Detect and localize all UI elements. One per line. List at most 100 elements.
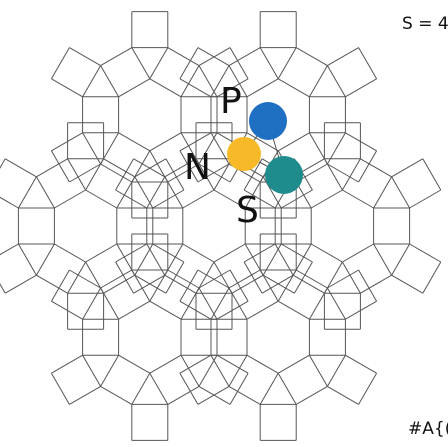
tiling-edge xyxy=(213,243,246,263)
tiling-edge xyxy=(391,243,411,276)
tiling-edge xyxy=(100,354,120,387)
tiling-edge xyxy=(326,65,346,98)
tiling-edge xyxy=(228,385,261,405)
tiling-edge xyxy=(358,47,378,80)
tiling-edge xyxy=(277,354,310,374)
tiling-edge xyxy=(100,65,120,98)
tiling-edge xyxy=(216,78,249,98)
tiling-edge xyxy=(345,300,377,320)
tiling-edge xyxy=(373,176,393,209)
tiling-edge xyxy=(146,243,166,276)
tiling-edge xyxy=(182,189,215,209)
tiling-edge xyxy=(100,132,120,165)
tiling-edge xyxy=(103,274,136,294)
tiling-edge xyxy=(243,189,276,209)
tiling-edge xyxy=(280,189,313,209)
tiling-edge xyxy=(345,78,377,98)
tiling-edge xyxy=(327,269,359,289)
tiling-edge xyxy=(17,243,37,276)
tiling-edge xyxy=(100,47,133,67)
tiling-edge xyxy=(373,243,393,276)
tiling-edge xyxy=(51,300,83,320)
tiling-edge xyxy=(210,354,230,387)
tiling-edge xyxy=(323,158,343,191)
tiling-edge xyxy=(246,300,279,320)
tiling-edge xyxy=(180,65,200,98)
tiling-edge xyxy=(179,150,199,183)
tiling-edge xyxy=(134,158,167,178)
tiling-edge xyxy=(345,354,377,374)
tiling-edge xyxy=(295,385,328,405)
tiling-edge xyxy=(308,354,328,387)
tiling-edge xyxy=(310,189,343,209)
tiling-edge xyxy=(131,372,151,405)
label-n: N xyxy=(184,147,211,188)
tiling-edge xyxy=(422,261,442,294)
tiling-edge xyxy=(167,47,200,67)
tiling-edge xyxy=(195,261,215,294)
tiling-edge xyxy=(17,176,37,209)
tiling-edge xyxy=(323,261,343,294)
tiling-edge xyxy=(100,287,120,320)
tiling-edge xyxy=(231,274,264,294)
tiling-edge xyxy=(277,47,297,80)
tiling-edge xyxy=(149,47,169,80)
tiling-edge xyxy=(118,78,151,98)
tiling-edge xyxy=(100,385,133,405)
tiling-edge xyxy=(210,65,230,98)
tiling-edge xyxy=(292,274,325,294)
tiling-edge xyxy=(115,243,148,263)
p-node xyxy=(249,102,287,140)
tiling-edge xyxy=(409,243,442,263)
tiling-edge xyxy=(115,158,135,191)
n-node xyxy=(227,137,261,171)
tiling-edge xyxy=(228,287,248,320)
tiling-edge xyxy=(213,189,246,209)
tiling-edge xyxy=(115,189,148,209)
tiling-edge xyxy=(69,47,101,67)
tiling-edge xyxy=(36,274,68,294)
tiling-edge xyxy=(358,269,378,302)
tiling-edge xyxy=(4,274,37,294)
tiling-edge xyxy=(327,47,359,67)
tiling-edge xyxy=(165,261,185,294)
tiling-edge xyxy=(341,261,361,294)
tiling-edge xyxy=(274,243,294,276)
tiling-edge xyxy=(100,163,133,183)
tiling-edge xyxy=(118,132,151,152)
tiling-edge xyxy=(261,274,294,294)
tiling-edge xyxy=(308,65,328,98)
tiling-edge xyxy=(197,385,230,405)
s-node xyxy=(265,156,303,194)
tiling-edge xyxy=(216,300,249,320)
tiling-edge xyxy=(50,372,70,405)
tiling-edge xyxy=(326,287,346,320)
tiling-edge xyxy=(391,274,424,294)
tiling-edge xyxy=(228,65,248,98)
tiling-edge xyxy=(152,243,185,263)
tiling-edge xyxy=(259,269,279,302)
tiling-edge xyxy=(228,354,248,387)
tiling-edge xyxy=(0,243,19,256)
tiling-edge xyxy=(182,243,215,263)
tiling-edge xyxy=(277,78,310,98)
tiling-edge xyxy=(179,47,199,80)
tiling-edge xyxy=(167,269,200,289)
tiling-edge xyxy=(228,47,261,67)
tiling-edge xyxy=(134,176,154,209)
tiling-edge xyxy=(131,269,151,302)
tiling-edge xyxy=(82,287,102,320)
tiling-edge xyxy=(246,132,279,152)
tiling-edge xyxy=(149,300,182,320)
tiling-edge xyxy=(51,132,83,152)
tiling-edge xyxy=(246,78,279,98)
tiling-edge xyxy=(198,163,231,183)
tiling-edge xyxy=(180,354,200,387)
tiling-edge xyxy=(69,269,101,289)
tiling-edge xyxy=(229,269,249,302)
tiling-edge xyxy=(360,274,392,294)
tiling-edge xyxy=(134,243,154,276)
tiling-edge xyxy=(246,354,279,374)
tiling-edge xyxy=(229,372,249,405)
tiling-edge xyxy=(391,158,424,178)
